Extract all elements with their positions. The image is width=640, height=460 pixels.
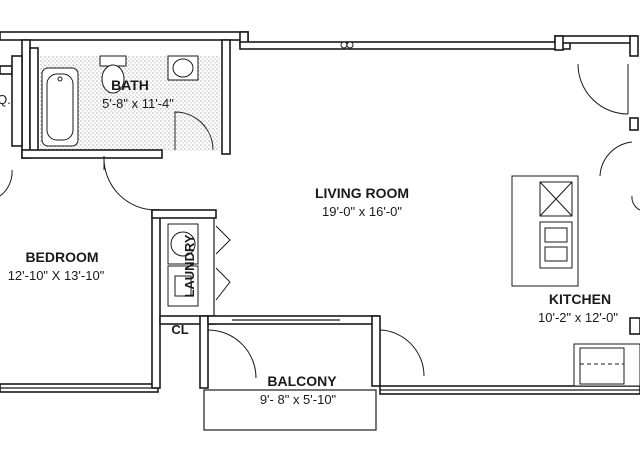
washer-drum (170, 231, 196, 257)
closet-east-wall (199, 315, 209, 389)
laundry-label: LAUNDRY (182, 234, 197, 297)
top-wall-right-step (554, 35, 564, 51)
tub-drain (57, 76, 63, 82)
bath-wall-left (21, 39, 31, 159)
dryer-door (174, 275, 192, 297)
range (579, 347, 625, 385)
bedroom-east-wall (151, 209, 161, 389)
wic-label-fragment: Q. (0, 92, 11, 107)
top-wall-right (554, 35, 638, 44)
laundry-top-wall (151, 209, 217, 219)
bath-door-swing (174, 111, 214, 151)
closet-label: CL (171, 322, 188, 337)
laundry-bifold-upper (215, 225, 231, 255)
kitchen-sink-bowl-b (544, 246, 568, 262)
exterior-walls (0, 31, 640, 395)
entry-door-swing (577, 63, 629, 115)
kitchen-area (511, 63, 640, 387)
balcony-label: BALCONY (267, 373, 337, 389)
closet-door-swing (207, 329, 257, 379)
top-wall-main (239, 41, 571, 50)
sink-basin (172, 58, 194, 78)
balcony-right-post (371, 315, 381, 387)
bathtub-basin (46, 73, 74, 141)
kitchen-label: KITCHEN (549, 291, 611, 307)
laundry-closet-area (151, 209, 257, 389)
kitchen-sink-bowl-a (544, 227, 568, 243)
bedroom-label: BEDROOM (25, 249, 98, 265)
bath-label: BATH (111, 77, 149, 93)
living-room-label: LIVING ROOM (315, 185, 409, 201)
wic-door-swing (0, 169, 13, 197)
top-wall-left (0, 31, 249, 41)
balcony-railing (203, 389, 377, 431)
bath-wall-bottom (21, 149, 163, 159)
wic-wall-a (0, 65, 13, 75)
wic-wall-b (11, 55, 23, 147)
smoke-detector-icon (340, 41, 354, 49)
right-door-fragment (631, 195, 640, 211)
balcony-dims: 9'- 8" x 5'-10" (260, 392, 337, 407)
bath-area (21, 39, 231, 159)
bath-dims: 5'-8" x 11'-4" (102, 96, 174, 111)
bedroom-dims: 12'-10" X 13'-10" (8, 268, 105, 283)
bath-wall-right (221, 39, 231, 155)
toilet-bowl (101, 64, 125, 94)
closet-2-door-swing (599, 141, 633, 177)
bedroom-area (0, 55, 157, 211)
right-wall-mid (629, 117, 639, 131)
bath-wall-inner-left (29, 47, 39, 157)
right-wall-top (629, 35, 639, 57)
living-room-dims: 19'-0" x 16'-0" (322, 204, 402, 219)
laundry-bifold-lower (215, 267, 231, 301)
right-wall-low (629, 317, 640, 335)
kitchen-dims: 10'-2" x 12'-0" (538, 310, 618, 325)
balcony-area (203, 315, 425, 431)
bedroom-door-swing (103, 155, 157, 211)
cooktop-x-b (539, 181, 573, 217)
balcony-door-swing (379, 329, 425, 377)
